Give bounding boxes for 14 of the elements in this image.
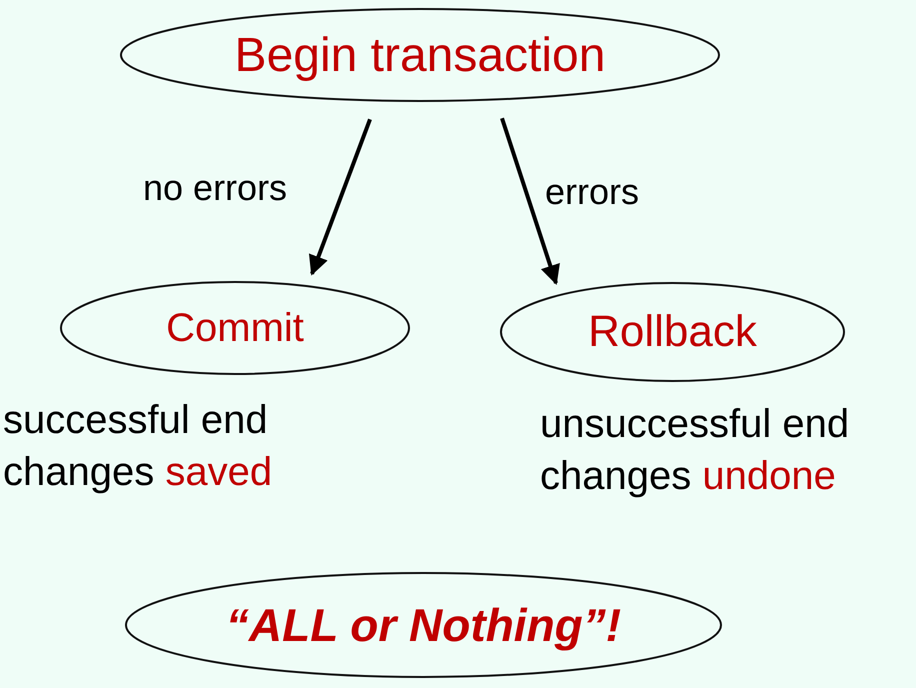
node-label: Begin transaction	[234, 28, 606, 82]
caption-text: changes saved	[3, 449, 272, 496]
ellipse-node	[125, 572, 722, 678]
arrow	[500, 118, 560, 286]
arrow	[308, 118, 372, 276]
caption-text: successful end	[3, 397, 268, 444]
node-label: Commit	[166, 306, 304, 350]
ellipse-node	[60, 281, 410, 375]
caption-text: changes undone	[540, 453, 836, 500]
ellipse-node	[120, 8, 720, 102]
ellipse-node	[500, 282, 845, 382]
node-label: “ALL or Nothing”!	[226, 598, 622, 652]
caption-text: unsuccessful end	[540, 401, 850, 448]
node-label: Rollback	[588, 307, 757, 357]
